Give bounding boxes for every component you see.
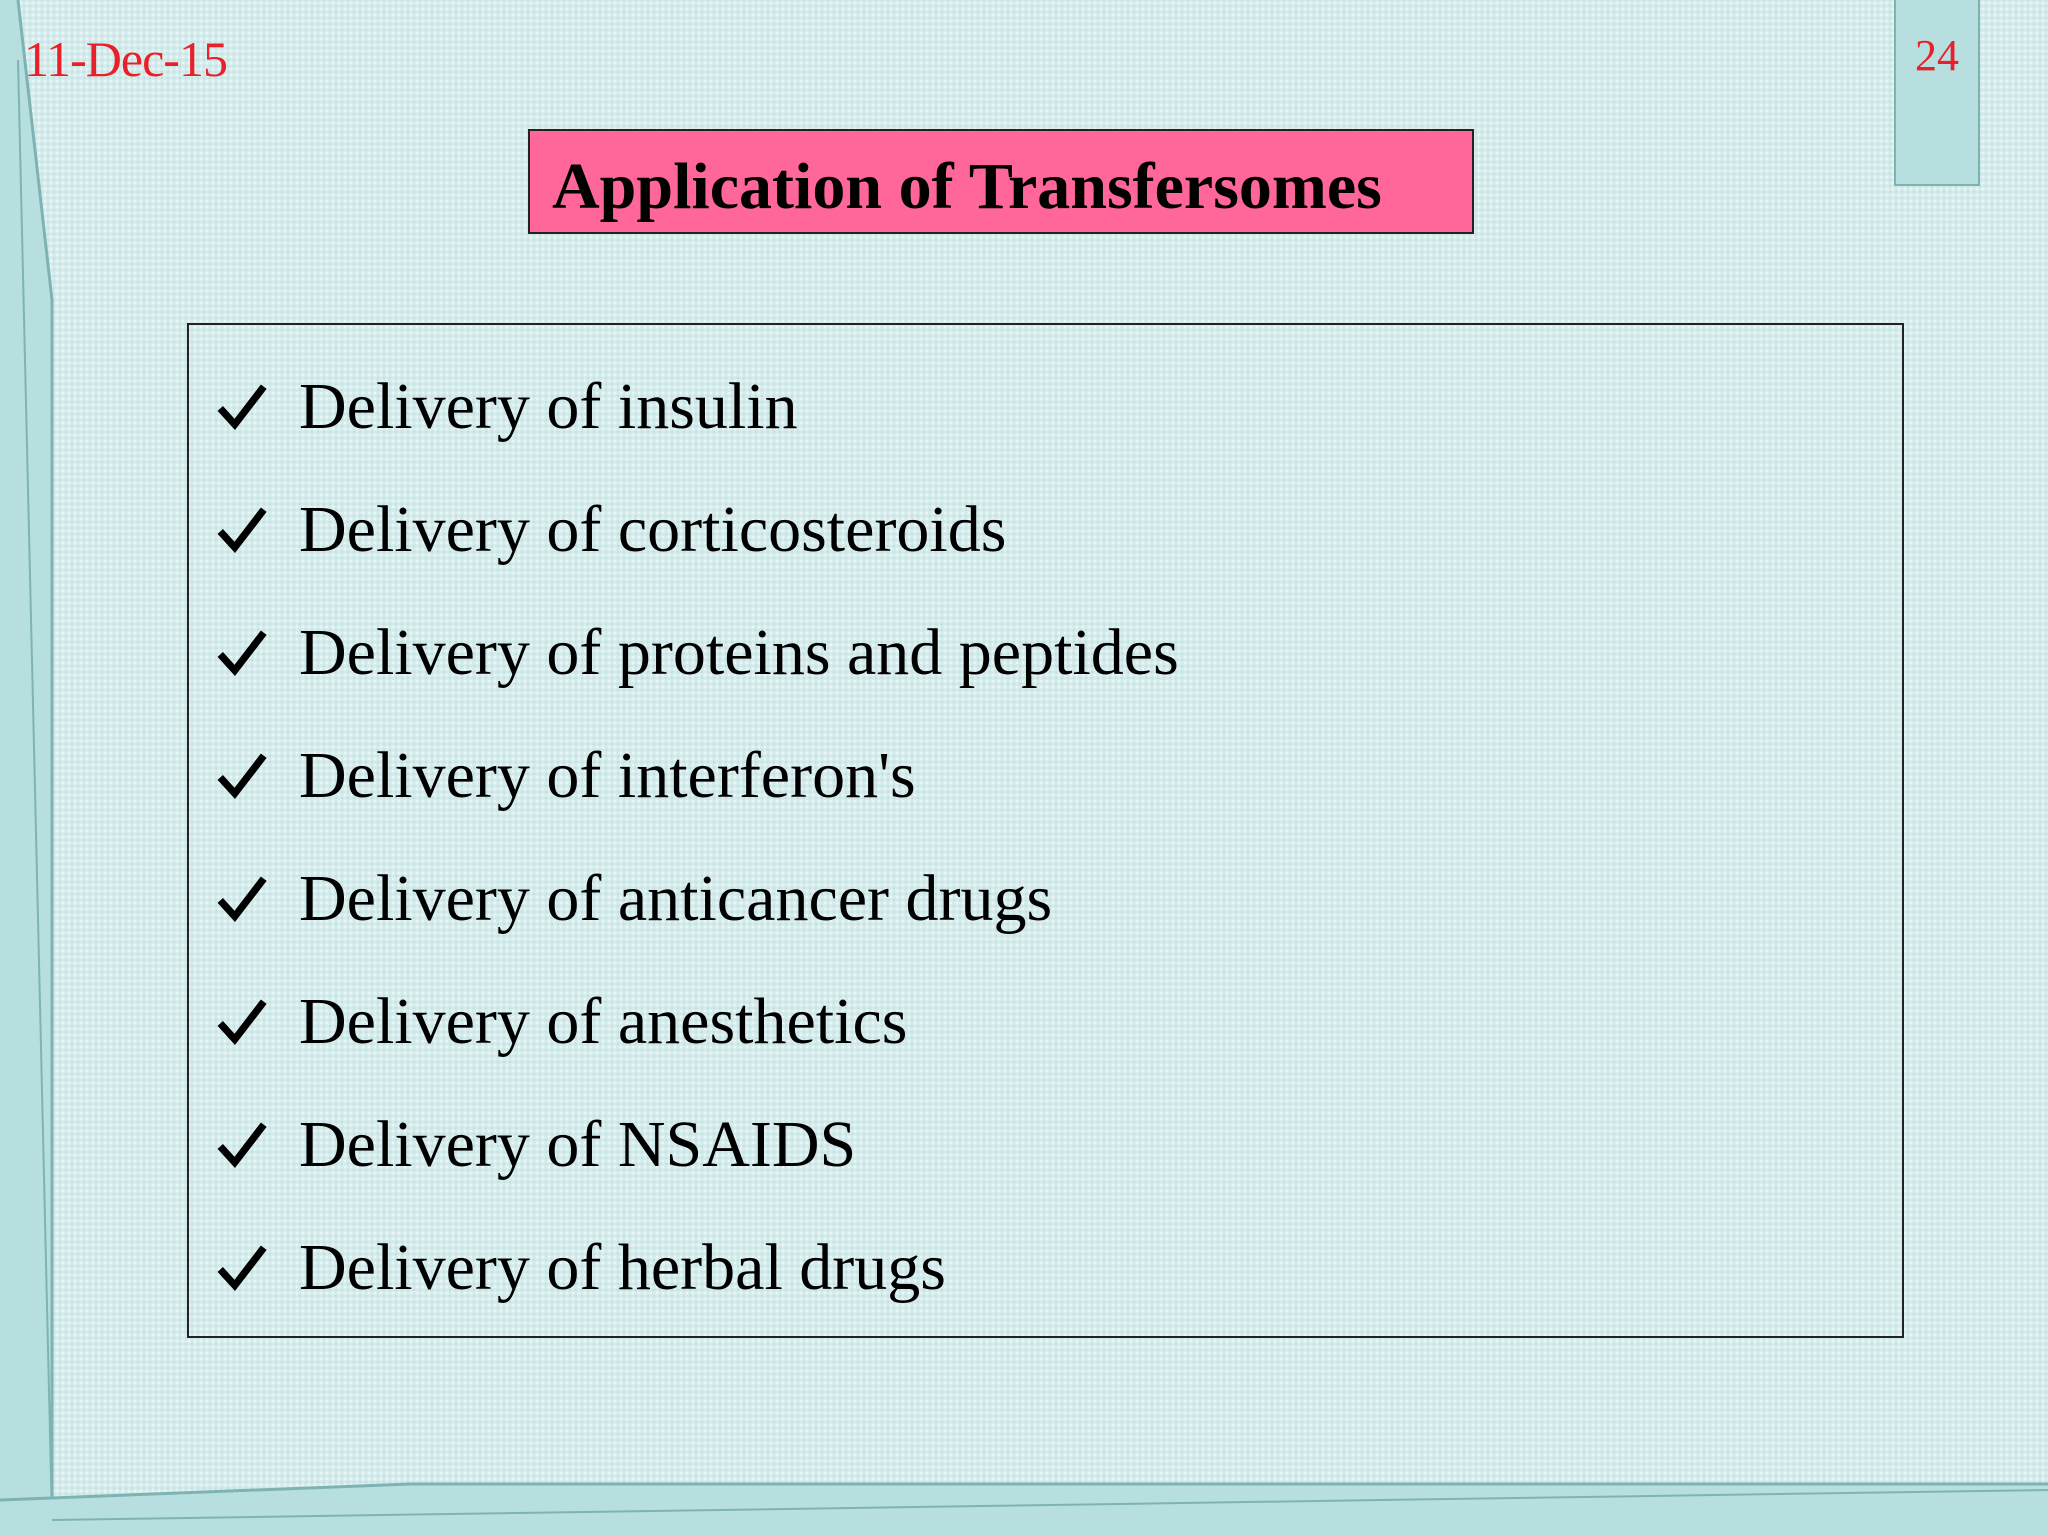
list-item-text: Delivery of corticosteroids: [299, 493, 1007, 566]
list-item-text: Delivery of NSAIDS: [299, 1108, 857, 1181]
page-number-tab: [1894, 0, 1980, 186]
list-item: Delivery of interferon's: [213, 731, 916, 821]
list-item-text: Delivery of anesthetics: [299, 985, 908, 1058]
list-item-text: Delivery of interferon's: [299, 739, 916, 812]
list-item-text: Delivery of insulin: [299, 370, 798, 443]
slide-date: 11-Dec-15: [24, 31, 228, 87]
list-item: Delivery of NSAIDS: [213, 1100, 856, 1190]
list-item-text: Delivery of proteins and peptides: [299, 616, 1179, 689]
checkmark-icon: [217, 384, 267, 431]
checkmark-icon: [217, 1245, 267, 1292]
checkmark-icon: [217, 999, 267, 1046]
bullet-list-box: Delivery of insulin Delivery of corticos…: [187, 323, 1904, 1338]
list-item: Delivery of herbal drugs: [213, 1223, 946, 1313]
list-item: Delivery of corticosteroids: [213, 485, 1006, 575]
list-item: Delivery of anesthetics: [213, 977, 907, 1067]
list-item-text: Delivery of anticancer drugs: [299, 862, 1053, 935]
list-item: Delivery of anticancer drugs: [213, 854, 1052, 944]
checkmark-icon: [217, 753, 267, 800]
page-number: 24: [1915, 31, 1959, 80]
title-box: Application of Transfersomes: [528, 129, 1474, 234]
slide-title: Application of Transfersomes: [552, 150, 1382, 223]
checkmark-icon: [217, 1122, 267, 1169]
list-item: Delivery of proteins and peptides: [213, 608, 1179, 698]
checkmark-icon: [217, 630, 267, 677]
list-item-text: Delivery of herbal drugs: [299, 1231, 946, 1304]
list-item: Delivery of insulin: [213, 362, 798, 452]
checkmark-icon: [217, 876, 267, 923]
checkmark-icon: [217, 507, 267, 554]
